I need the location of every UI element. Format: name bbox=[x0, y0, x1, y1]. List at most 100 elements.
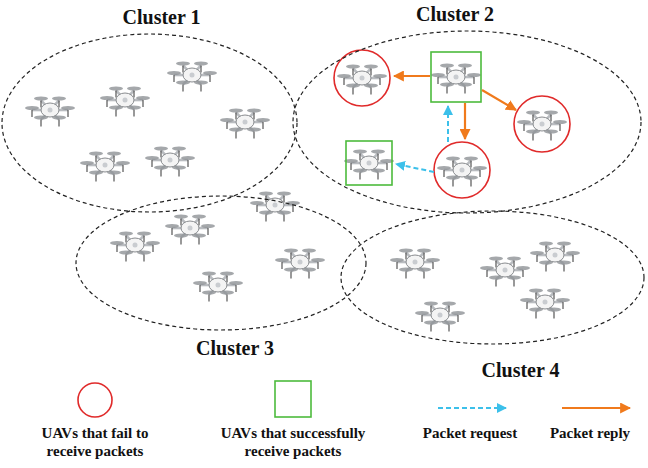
uav-leg bbox=[535, 292, 536, 299]
legend-sample bbox=[470, 380, 471, 381]
cluster-label: Cluster 3 bbox=[196, 337, 274, 360]
uav-leg bbox=[290, 252, 291, 259]
uav-icon bbox=[145, 146, 195, 176]
uav-icon bbox=[167, 61, 217, 91]
uav-leg bbox=[423, 252, 424, 259]
uav-leg bbox=[226, 295, 227, 302]
uav-rotor bbox=[61, 106, 75, 110]
uav-rotor bbox=[220, 271, 234, 275]
uav-body bbox=[161, 153, 179, 167]
uav-leg bbox=[283, 215, 284, 222]
uav-rotor bbox=[176, 61, 190, 65]
uav-rotor bbox=[424, 301, 438, 305]
uav-rotor bbox=[25, 106, 39, 110]
uav-leg bbox=[160, 150, 161, 157]
success-box bbox=[346, 141, 392, 185]
uav-icon bbox=[480, 256, 530, 286]
uav-icon bbox=[517, 110, 567, 140]
uav-leg bbox=[513, 280, 514, 287]
uav-rotor bbox=[100, 96, 114, 100]
legend-label: UAVs that fail to receive packets bbox=[25, 424, 165, 460]
uav-leg bbox=[113, 175, 114, 182]
uav-body bbox=[126, 238, 144, 252]
uav-rotor bbox=[201, 224, 215, 228]
uav-body bbox=[291, 255, 309, 269]
uav-hub bbox=[243, 120, 248, 125]
request-arrow bbox=[396, 164, 434, 172]
uav-rotor bbox=[440, 63, 454, 67]
uav-leg bbox=[421, 315, 422, 322]
legend-sample bbox=[590, 380, 591, 381]
label-slot: Cluster 4 bbox=[482, 359, 560, 382]
uav-icon bbox=[415, 301, 465, 331]
uav-rotor bbox=[89, 151, 103, 155]
uav-leg bbox=[125, 235, 126, 242]
cluster-label: Cluster 4 bbox=[482, 359, 560, 382]
cluster-outline bbox=[341, 211, 644, 344]
uav-icon bbox=[250, 191, 300, 221]
uav-body bbox=[116, 93, 134, 107]
uav-body bbox=[447, 70, 465, 84]
uav-leg bbox=[308, 252, 309, 259]
uav-rotor bbox=[116, 161, 130, 165]
uav-leg bbox=[151, 160, 152, 167]
uav-leg bbox=[562, 302, 563, 309]
uav-leg bbox=[545, 245, 546, 252]
uav-leg bbox=[550, 114, 551, 121]
uav-rotor bbox=[311, 258, 325, 262]
uav-body bbox=[236, 115, 254, 129]
uav-leg bbox=[430, 325, 431, 332]
uav-hub bbox=[190, 73, 195, 78]
uav-rotor bbox=[229, 108, 243, 112]
uav-leg bbox=[448, 305, 449, 312]
uav-leg bbox=[486, 270, 487, 277]
uav-leg bbox=[370, 88, 371, 95]
uav-rotor bbox=[507, 256, 521, 260]
uav-rotor bbox=[167, 71, 181, 75]
uav-rotor bbox=[302, 248, 316, 252]
uav-rotor bbox=[364, 64, 378, 68]
uav-hub bbox=[298, 260, 303, 265]
uav-rotor bbox=[165, 224, 179, 228]
uav-leg bbox=[143, 235, 144, 242]
uav-rotor bbox=[556, 298, 570, 302]
uav-rotor bbox=[399, 248, 413, 252]
uav-leg bbox=[208, 275, 209, 282]
uav-leg bbox=[133, 110, 134, 117]
cluster-ellipse bbox=[292, 30, 642, 214]
uav-leg bbox=[396, 262, 397, 269]
uav-leg bbox=[352, 68, 353, 75]
uav-leg bbox=[106, 100, 107, 107]
uav-leg bbox=[308, 272, 309, 279]
uav-leg bbox=[522, 270, 523, 277]
uav-rotor bbox=[194, 61, 208, 65]
fail-ring-sample bbox=[78, 383, 112, 417]
uav-rotor bbox=[229, 281, 243, 285]
cluster-region: Cluster 3 bbox=[75, 195, 367, 331]
uav-leg bbox=[457, 315, 458, 322]
uav-rotor bbox=[480, 266, 494, 270]
uav-rotor bbox=[557, 241, 571, 245]
cluster-region: Cluster 1 bbox=[1, 33, 298, 213]
uav-leg bbox=[359, 153, 360, 160]
uav-icon bbox=[110, 231, 160, 261]
uav-rotor bbox=[464, 156, 478, 160]
uav-rotor bbox=[146, 241, 160, 245]
fail-ring bbox=[434, 142, 490, 198]
uav-leg bbox=[182, 65, 183, 72]
uav-icon bbox=[193, 271, 243, 301]
uav-leg bbox=[125, 255, 126, 262]
legend-label: Packet reply bbox=[540, 424, 640, 442]
uav-leg bbox=[235, 132, 236, 139]
legend-sample bbox=[293, 380, 294, 381]
uav-rotor bbox=[458, 63, 472, 67]
uav-icon bbox=[520, 288, 570, 318]
uav-rotor bbox=[415, 311, 429, 315]
uav-rotor bbox=[250, 201, 264, 205]
uav-leg bbox=[446, 67, 447, 74]
uav-body bbox=[546, 248, 564, 262]
uav-group bbox=[25, 61, 580, 331]
uav-rotor bbox=[553, 120, 567, 124]
